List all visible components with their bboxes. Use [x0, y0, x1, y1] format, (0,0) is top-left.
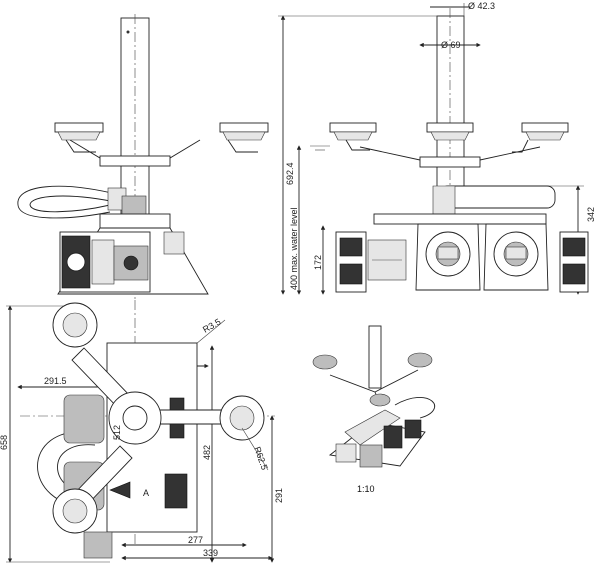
dim-diameter-42-3: Ø 42.3: [468, 1, 495, 11]
side-control-box-left: [335, 231, 407, 293]
isometric-view: 1:10: [312, 325, 436, 494]
dim-291-5: 291.5: [44, 376, 67, 386]
dim-658: 658: [0, 435, 9, 450]
dim-r62-5: R62.5: [252, 445, 270, 471]
dim-482: 482: [202, 445, 212, 460]
dim-291: 291: [274, 488, 284, 503]
right-lamp-fixture: [219, 122, 269, 153]
dim-172: 172: [313, 255, 323, 270]
dim-277: 277: [188, 535, 203, 545]
side-lamp-center: [426, 122, 474, 141]
plan-lamp-bottom: [52, 488, 98, 534]
side-lamp-right: [512, 122, 569, 153]
scale-label: 1:10: [357, 484, 375, 494]
side-pump-left: [415, 223, 481, 291]
dim-r3-5: R3.5: [201, 317, 222, 335]
dim-692-4: 692.4: [285, 162, 295, 185]
side-control-box-right: [559, 231, 589, 293]
dim-342: 342: [586, 207, 596, 222]
plan-lamp-top: [52, 302, 98, 348]
dim-512: 512: [112, 425, 122, 440]
dim-339: 339: [203, 548, 218, 558]
side-lamp-left: [329, 122, 377, 151]
side-view: Ø 42.3 Ø 69 692.4 400 max. water level 1…: [278, 1, 596, 295]
left-lamp-fixture: [54, 122, 104, 153]
plan-view: 658 291.5 320 R3.5 482 291 277 339: [0, 300, 284, 563]
dim-diameter-69: Ø 69: [441, 40, 461, 50]
side-pump-right: [483, 223, 549, 291]
front-view: [17, 14, 269, 300]
section-marker-a: A: [143, 488, 149, 498]
plan-lamp-right: [219, 395, 265, 441]
dim-400-water-level: 400 max. water level: [289, 207, 299, 290]
front-pump-module: [59, 231, 185, 293]
